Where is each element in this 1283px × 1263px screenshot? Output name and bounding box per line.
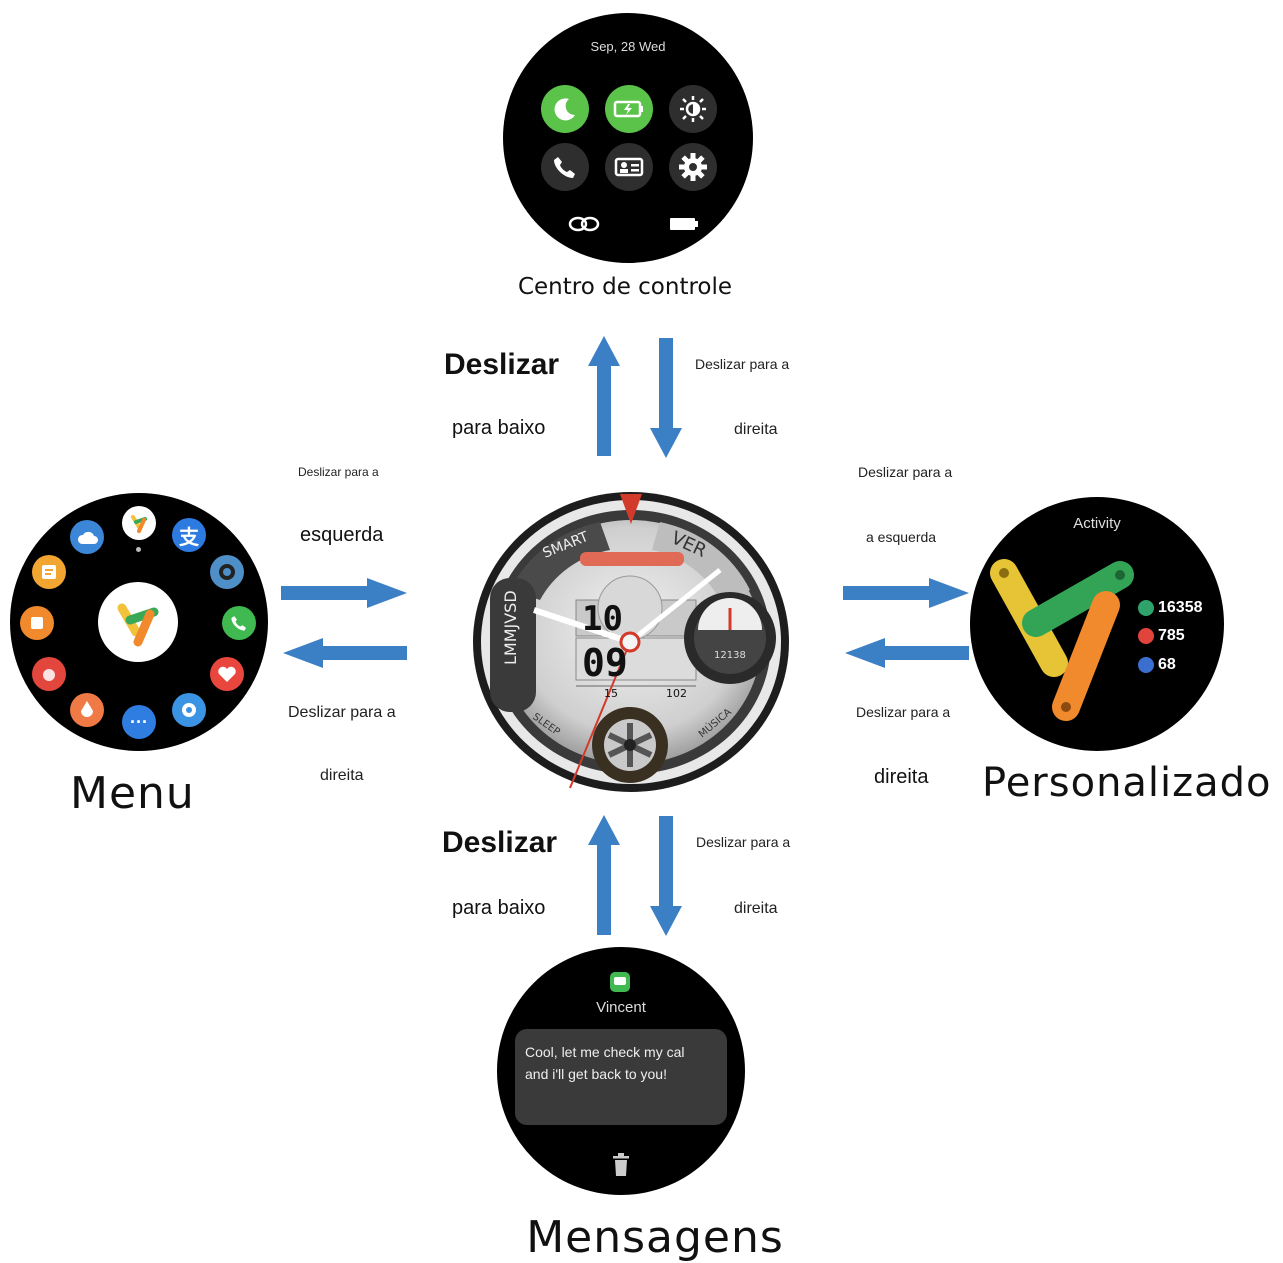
watchface-days: LMMJVSD [501,590,520,665]
gesture-left-bottom-line1: Deslizar para a [288,704,396,721]
stat-distance: 68 [1138,656,1176,674]
note-icon [42,565,56,579]
gesture-bottom-left-small: para baixo [452,897,546,919]
activity-rings-icon [990,559,1134,721]
brightness-icon [680,96,706,122]
stat-steps: 16358 [1138,599,1203,617]
personalized-watch: Activity 16358 785 68 [970,497,1224,751]
distance-icon [1138,657,1154,673]
fitness-small-icon [131,515,147,533]
menu-app-health[interactable] [32,657,66,691]
arrow-right-right [843,578,969,608]
menu-page-dot [136,547,141,552]
activity-label: Activity [1073,515,1121,532]
alipay-icon: 支 [179,526,199,549]
menu-app-cycle[interactable] [70,693,104,727]
battery-icon [670,218,698,230]
arrow-left-right [845,638,969,668]
menu-app-heart[interactable] [210,657,244,691]
gesture-right-top-line1: Deslizar para a [858,464,953,480]
contacts-button[interactable] [605,143,653,191]
arrow-down-bottom [650,816,682,936]
watchface-minute: 09 [582,641,628,685]
menu-app-phone[interactable] [222,606,256,640]
gesture-right-bottom-line2: direita [874,766,929,788]
phone-small-icon [231,616,246,631]
menu-app-more[interactable]: ··· [122,705,156,739]
steps-icon [1138,600,1154,616]
messages-title: Mensagens [526,1212,784,1263]
moon-icon [554,98,575,121]
gesture-left-top-line1: Deslizar para a [298,465,379,479]
arrow-up-bottom [588,815,620,935]
watchface-hour: 10 [582,599,623,639]
gesture-top-left-big: Deslizar [444,348,560,381]
more-icon: ··· [130,712,148,732]
menu-app-weather[interactable] [70,520,104,554]
message-bubble-icon [610,972,630,992]
calories-value: 785 [1158,627,1185,644]
message-line-2: and i'll get back to you! [525,1066,667,1082]
arrow-up-top [588,336,620,456]
brightness-button[interactable] [669,85,717,133]
camera-icon [219,564,235,580]
link-icon [568,216,600,232]
heart-icon [218,666,236,682]
menu-app-alarm[interactable] [172,693,206,727]
menu-watch: 支 ··· [10,493,268,751]
arrow-right-left [281,578,407,608]
gesture-right-bottom-line1: Deslizar para a [856,704,951,720]
gesture-left-bottom-line2: direita [320,767,364,784]
control-center-watch: Sep, 28 Wed [503,13,753,263]
menu-app-camera[interactable] [210,555,244,589]
control-center-date: Sep, 28 Wed [590,39,666,54]
menu-app-alipay[interactable]: 支 [172,518,206,552]
message-card[interactable]: Cool, let me check my cal and i'll get b… [515,1029,727,1125]
phone-button[interactable] [541,143,589,191]
center-watchface: SMART VER LMMJVSD 10 09 15 102 12138 SLE… [473,492,789,792]
dnd-button[interactable] [541,85,589,133]
message-line-1: Cool, let me check my cal [525,1044,685,1060]
message-sender: Vincent [596,999,646,1016]
cloud-icon [77,531,98,544]
distance-value: 68 [1158,656,1176,673]
power-save-button[interactable] [605,85,653,133]
messages-watch: Vincent Cool, let me check my cal and i'… [497,947,745,1195]
contact-card-icon [614,157,644,177]
alarm-icon [182,703,196,717]
menu-app-wallet[interactable] [20,606,54,640]
personalized-title: Personalizado [982,760,1272,806]
menu-title: Menu [70,768,195,819]
fitness-logo-icon [117,603,159,647]
phone-icon [554,157,575,178]
menu-app-fitness[interactable] [122,506,156,540]
gesture-bottom-right-line1: Deslizar para a [696,834,791,850]
steps-value: 16358 [1158,599,1203,616]
gesture-bottom-right-line2: direita [734,900,778,917]
gesture-top-left-small: para baixo [452,417,546,439]
trash-icon[interactable] [611,1153,631,1177]
arrow-left-left [283,638,407,668]
watchface-heart: 102 [666,687,687,700]
calories-icon [1138,628,1154,644]
watchface-date: 15 [604,687,618,700]
settings-button[interactable] [669,143,717,191]
gesture-top-right-line2: direita [734,421,778,438]
menu-app-notes[interactable] [32,555,66,589]
apple-icon [43,669,55,681]
gesture-bottom-left-big: Deslizar [442,826,558,859]
control-center-title: Centro de controle [517,274,733,300]
wallet-icon [31,617,43,629]
gear-icon [679,153,707,181]
arrow-down-top [650,338,682,458]
gesture-top-right-line1: Deslizar para a [695,356,790,372]
watchface-sub: 12138 [714,650,746,661]
gesture-right-top-line2: a esquerda [866,529,937,545]
menu-center-app[interactable] [98,582,178,662]
gesture-left-top-line2: esquerda [300,524,384,546]
stat-calories: 785 [1138,627,1185,645]
drop-icon [81,701,93,717]
battery-charge-icon [613,100,643,118]
